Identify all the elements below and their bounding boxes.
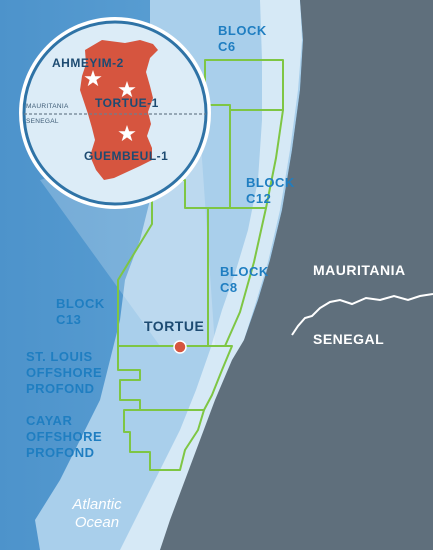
tortue-field-shape: [80, 40, 158, 180]
label-well-ahmeyim-2: AHMEYIM-2: [52, 56, 124, 70]
label-senegal: SENEGAL: [313, 331, 385, 347]
inset-label-mauritania: MAURITANIA: [26, 103, 69, 110]
label-mauritania: MAURITANIA: [313, 262, 406, 278]
block-c12-outline: [229, 109, 284, 209]
land: [160, 0, 433, 550]
well-star-icon: [84, 70, 102, 87]
well-star-icon: [118, 81, 136, 98]
inset-circle: [19, 17, 211, 209]
label-well-guembeul-1: GUEMBEUL-1: [84, 149, 169, 163]
label-well-tortue-1: TORTUE-1: [95, 96, 159, 110]
block-st-louis-outline: [117, 345, 233, 411]
block-outlines: [117, 59, 284, 471]
country-border: [291, 293, 433, 336]
inset-label-senegal: SENEGAL: [26, 118, 59, 125]
mid-water: [35, 0, 303, 550]
label-tortue: TORTUE: [144, 318, 205, 334]
shallow-water: [120, 0, 302, 550]
block-cayar-outline: [123, 409, 205, 471]
well-star-icon: [118, 125, 136, 142]
tortue-location-icon: [173, 340, 187, 354]
